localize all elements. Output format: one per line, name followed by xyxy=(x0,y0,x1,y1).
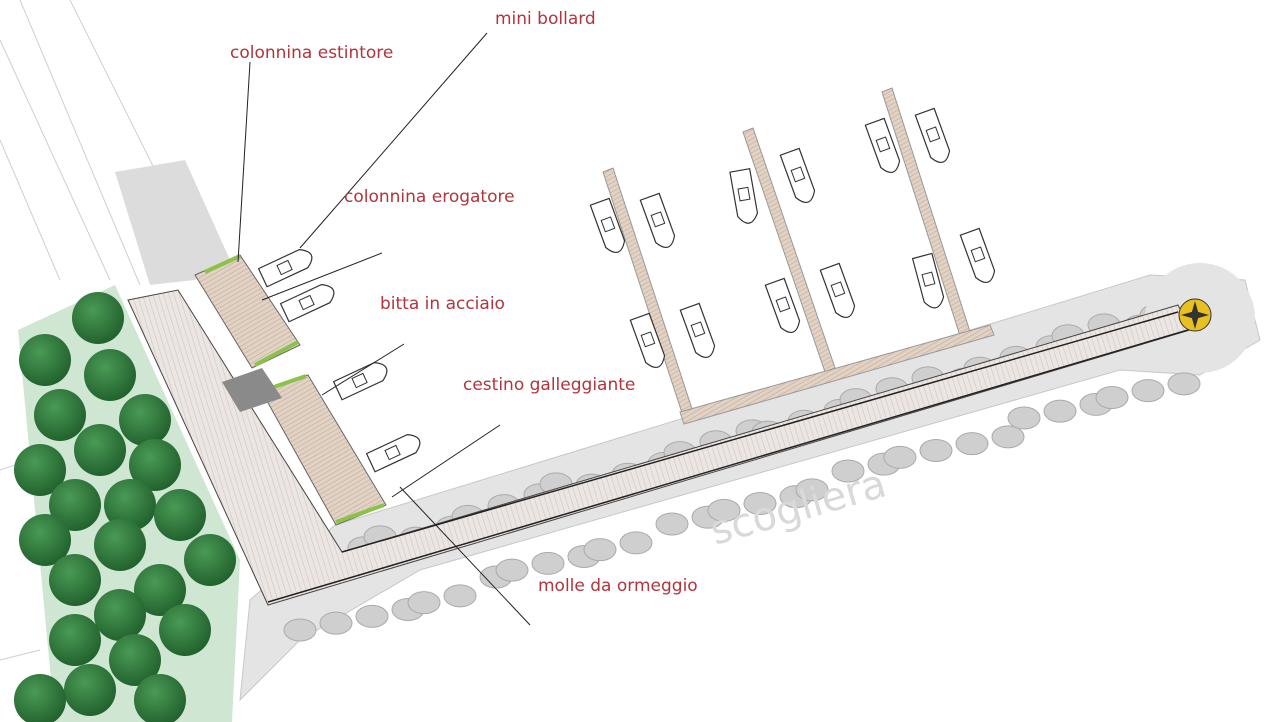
tree xyxy=(129,439,181,491)
rock xyxy=(707,498,741,522)
tree xyxy=(49,479,101,531)
rock xyxy=(531,551,565,575)
boat xyxy=(629,312,666,369)
tree xyxy=(134,564,186,616)
leader-lines xyxy=(237,32,531,626)
boat xyxy=(332,361,388,401)
rock xyxy=(355,604,389,628)
rock xyxy=(1131,379,1165,403)
gray-area xyxy=(115,160,230,285)
finger-piers xyxy=(602,87,995,425)
rock xyxy=(495,558,529,582)
rock xyxy=(831,459,865,483)
tree xyxy=(159,604,211,656)
boat xyxy=(279,283,335,323)
boat xyxy=(911,252,945,309)
rock xyxy=(619,531,653,555)
tree xyxy=(154,489,206,541)
rock xyxy=(743,492,777,515)
tree xyxy=(94,589,146,641)
boat xyxy=(864,117,901,174)
boat xyxy=(365,433,421,473)
boat xyxy=(729,168,759,224)
tree xyxy=(34,389,86,441)
rock xyxy=(443,584,477,608)
walkway-edge xyxy=(267,329,1189,603)
rock xyxy=(795,478,829,502)
label-mini-bollard: mini bollard xyxy=(495,9,596,29)
walkway-edge xyxy=(341,311,1179,553)
tree xyxy=(14,674,66,722)
label-bitta-in-acciaio: bitta in acciaio xyxy=(380,294,505,314)
tree xyxy=(84,349,136,401)
boat xyxy=(639,192,676,249)
tree xyxy=(19,514,71,566)
tree xyxy=(184,534,236,586)
beacon-icon xyxy=(1178,298,1212,332)
tree xyxy=(134,674,186,722)
tree xyxy=(109,634,161,686)
label-cestino-galleggiante: cestino galleggiante xyxy=(463,375,635,395)
rock xyxy=(1167,372,1201,396)
rock xyxy=(919,439,953,462)
land-outline xyxy=(0,0,181,661)
boat xyxy=(914,107,951,164)
label-colonnina-erogatore: colonnina erogatore xyxy=(344,187,515,207)
rock xyxy=(883,445,917,469)
tree xyxy=(119,394,171,446)
rock xyxy=(1043,399,1077,423)
rock xyxy=(583,538,617,562)
tree xyxy=(94,519,146,571)
boat xyxy=(679,302,716,359)
boat xyxy=(764,277,801,334)
rock xyxy=(991,425,1025,449)
rock xyxy=(407,591,441,615)
tree xyxy=(72,292,124,344)
ramp xyxy=(222,368,282,412)
boats xyxy=(257,107,996,473)
tree xyxy=(49,614,101,666)
boat xyxy=(589,197,626,254)
boat xyxy=(257,248,313,288)
tree xyxy=(74,424,126,476)
boat xyxy=(819,262,856,319)
boat xyxy=(779,147,816,204)
rock xyxy=(1095,386,1129,409)
tree xyxy=(64,664,116,716)
tree xyxy=(19,334,71,386)
rock xyxy=(955,432,989,456)
tree xyxy=(49,554,101,606)
rock xyxy=(319,611,353,635)
label-molle-da-ormeggio: molle da ormeggio xyxy=(538,576,698,596)
boat xyxy=(959,227,996,284)
trees xyxy=(14,292,236,722)
rock xyxy=(1007,406,1041,430)
rock xyxy=(655,512,689,536)
rock xyxy=(283,618,317,642)
label-colonnina-estintore: colonnina estintore xyxy=(230,43,393,63)
tree xyxy=(14,444,66,496)
walkway xyxy=(127,289,1191,606)
tree xyxy=(104,479,156,531)
